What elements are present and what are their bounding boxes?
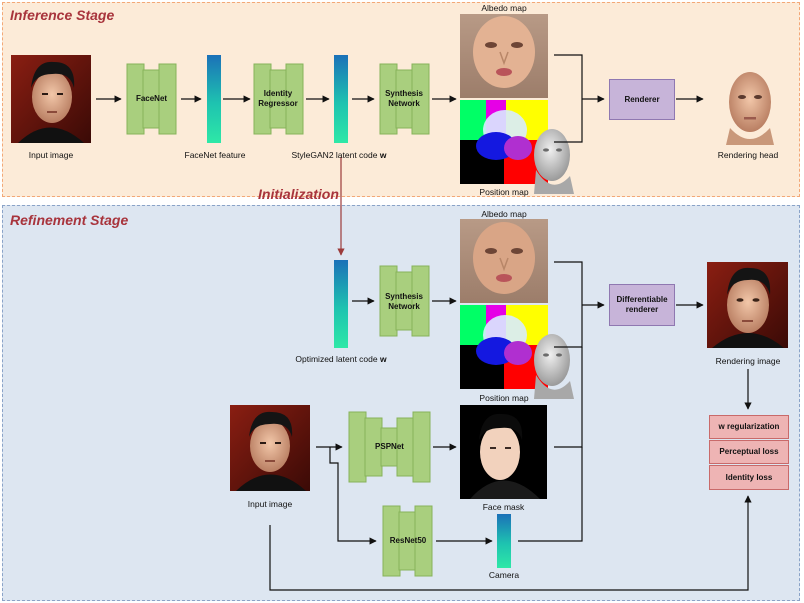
- face-mask-caption: Face mask: [482, 502, 525, 512]
- latent-caption-text: StyleGAN2 latent code: [291, 150, 380, 160]
- stylegan2-latent-caption: StyleGAN2 latent code w: [284, 150, 394, 160]
- facenet-label: FaceNet: [135, 94, 168, 103]
- optimized-latent-caption-symbol: w: [379, 354, 387, 364]
- optimized-latent-code-vector: [334, 260, 348, 348]
- initialization-label: Initialization: [258, 186, 339, 202]
- resnet50-block: [382, 505, 433, 577]
- facenet-network-block: [126, 63, 177, 135]
- pspnet-label: PSPNet: [375, 442, 404, 451]
- rendering-head-image: [726, 72, 774, 145]
- input-portrait-image-refinement: [230, 405, 310, 491]
- stylegan2-latent-code-vector: [334, 55, 348, 143]
- input-image-caption: Input image: [28, 150, 74, 160]
- identity-regressor-label: Identity Regressor: [258, 89, 298, 108]
- position-map-caption: Position map: [479, 187, 529, 197]
- renderer-box: Renderer: [609, 79, 675, 120]
- loss-label: w regularization: [718, 422, 780, 431]
- differentiable-renderer-label: Differentiable renderer: [616, 295, 668, 314]
- position-map-image-inference: [460, 100, 548, 184]
- albedo-map-caption: Albedo map: [481, 3, 527, 13]
- synthesis-network-label-refinement: Synthesis Network: [385, 292, 423, 311]
- rendering-image: [707, 262, 788, 348]
- pspnet-block: [348, 411, 431, 483]
- input-portrait-image: [11, 55, 91, 143]
- face-mask-image: [460, 405, 547, 499]
- position-map-image-refinement: [460, 305, 548, 389]
- synthesis-network-block-refinement: [379, 265, 430, 337]
- optimized-latent-caption-text: Optimized latent code: [295, 354, 380, 364]
- facenet-feature-vector: [207, 55, 221, 143]
- rendering-head-caption: Rendering head: [717, 150, 779, 160]
- albedo-map-image-refinement: [460, 219, 548, 303]
- camera-caption: Camera: [488, 570, 520, 580]
- head-mesh-icon: [534, 129, 574, 194]
- position-map-caption-refinement: Position map: [479, 393, 529, 403]
- renderer-label: Renderer: [624, 94, 660, 104]
- resnet50-label: ResNet50: [389, 536, 427, 545]
- inference-stage-title: Inference Stage: [10, 7, 115, 23]
- albedo-map-image-inference: [460, 14, 548, 98]
- differentiable-renderer-box: Differentiable renderer: [609, 284, 675, 326]
- input-image-caption-refinement: Input image: [247, 499, 293, 509]
- albedo-map-caption-refinement: Albedo map: [481, 209, 527, 219]
- loss-box-identity: Identity loss: [709, 465, 789, 490]
- camera-vector: [497, 514, 511, 568]
- rendering-image-caption: Rendering image: [715, 356, 781, 366]
- loss-box-perceptual: Perceptual loss: [709, 440, 789, 464]
- latent-caption-symbol: w: [379, 150, 387, 160]
- refinement-stage-title: Refinement Stage: [10, 212, 129, 228]
- loss-label: Identity loss: [725, 472, 773, 482]
- head-mesh-icon: [534, 334, 574, 399]
- synthesis-network-block-inference: [379, 63, 430, 135]
- optimized-latent-caption: Optimized latent code w: [286, 354, 396, 364]
- synthesis-network-label: Synthesis Network: [385, 89, 423, 108]
- identity-regressor-block: [253, 63, 304, 135]
- loss-label: Perceptual loss: [719, 447, 779, 456]
- facenet-feature-caption: FaceNet feature: [184, 150, 246, 160]
- loss-box-w-regularization: w regularization: [709, 415, 789, 439]
